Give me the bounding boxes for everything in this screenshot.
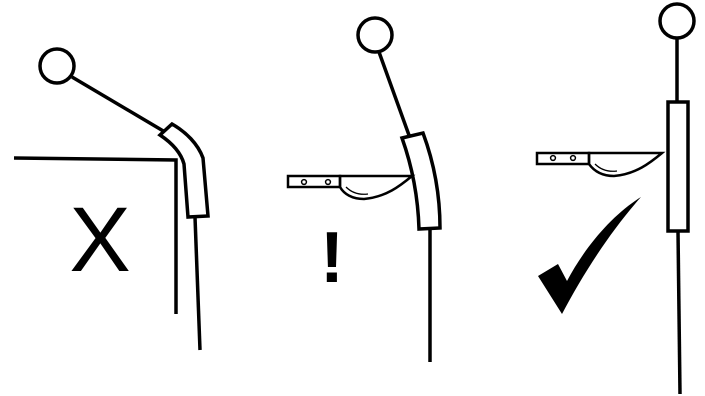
knife-blade xyxy=(587,151,666,178)
counter-edge xyxy=(13,156,178,314)
spine-wrong xyxy=(71,75,166,134)
head-correct xyxy=(658,2,696,40)
x-mark-icon: X xyxy=(69,189,130,291)
checkmark-icon xyxy=(538,197,641,314)
spine-caution xyxy=(377,51,412,139)
panel-caution-posture: ! xyxy=(286,16,442,362)
knife-rivet xyxy=(569,154,577,162)
legs-correct xyxy=(676,230,682,395)
knife-blade xyxy=(338,174,416,201)
knife-rivet xyxy=(300,178,308,186)
knife-icon xyxy=(286,174,416,201)
knife-blade-edge xyxy=(345,186,369,195)
knife-icon xyxy=(535,151,666,178)
torso-caution xyxy=(399,130,442,231)
knife-handle xyxy=(286,174,342,189)
panel-correct-posture xyxy=(535,2,696,395)
legs-wrong xyxy=(193,216,202,351)
head-caution xyxy=(356,16,394,54)
knife-rivet xyxy=(549,154,557,162)
torso-wrong xyxy=(157,121,210,219)
exclamation-icon: ! xyxy=(320,218,344,298)
knife-blade-edge xyxy=(594,163,618,172)
knife-handle xyxy=(535,151,591,166)
head-wrong xyxy=(38,47,76,85)
knife-rivet xyxy=(324,178,332,186)
panel-wrong-posture: X xyxy=(13,47,210,351)
torso-correct xyxy=(666,100,690,233)
